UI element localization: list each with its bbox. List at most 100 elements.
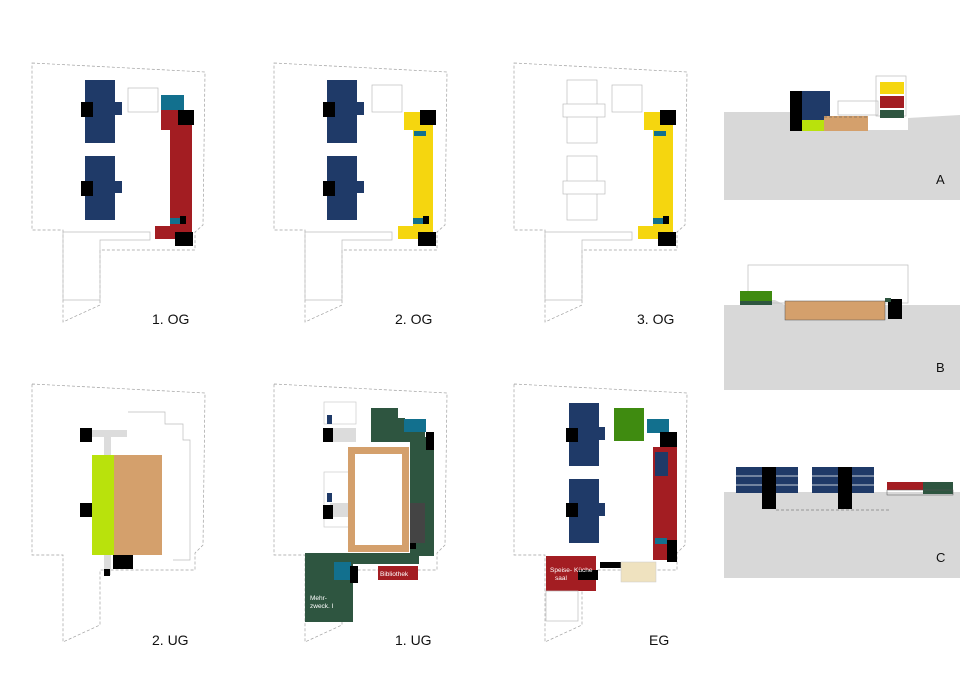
site-outline [513,62,688,323]
red-wing-bottom [155,226,175,239]
storage-cells-north [323,401,357,425]
tan-hall [114,455,162,555]
yellow-wing-bottom [398,226,418,239]
core-north-top [327,415,332,424]
plan-label: 3. OG [637,311,674,327]
plan-label: 1. OG [152,311,189,327]
core-north [566,428,578,442]
tan-mass [784,300,886,321]
plan-3-og: 3. OG [513,62,688,327]
teal-room-south [334,562,351,580]
section-label: B [936,360,945,375]
green-mass [740,291,772,301]
teal-room-top [654,131,666,136]
section-b: B [724,264,960,390]
building-outline [62,231,151,301]
existing-outline [837,100,879,116]
teal-room [647,419,669,433]
navy-room [655,452,668,476]
courtyard-inner [355,454,402,545]
balcony-north [599,427,605,440]
core-small [663,216,669,224]
core-mid [323,505,333,519]
speisesaal-outline-lower [545,590,579,622]
room-label-speise-2: saal [555,575,567,582]
section-c: C [724,467,960,578]
teal-room [161,95,184,110]
site-outline [273,62,448,323]
core-east-top [178,110,194,125]
room-label-bibliothek: Bibliothek [380,571,409,578]
balcony-outline-north [562,103,606,118]
balcony-south [357,181,364,193]
site-outline [273,383,448,643]
core [888,299,902,319]
core-small [180,216,186,224]
plan-label: EG [649,632,669,648]
core [790,91,802,131]
room-label-mehrzweck: Mehr- [310,595,327,602]
red-wing [170,115,192,239]
core-speisesaal [578,570,598,580]
plan-1-ug: Bibliothek Mehr- zweck. I 1. UG [273,383,448,648]
cream-room [620,561,657,583]
ground [724,300,960,390]
balcony-outline-south [562,180,606,195]
core-north [323,428,333,442]
bibliothek-room [378,566,418,580]
plan-label: 2. OG [395,311,432,327]
balcony-south [599,503,605,516]
site-outline [513,383,688,643]
tan-mass [824,116,868,131]
room-label-kueche: Küche [574,567,593,574]
teal-room-small [413,218,423,224]
core-east-top [660,432,677,447]
core-south-small [104,569,110,576]
core-east-bottom [175,232,193,246]
plan-label: 1. UG [395,632,432,648]
room-label-mehrzweck-2: zweck. I [310,603,334,610]
core-east-bottom [658,232,676,246]
core-mid [80,503,92,517]
yellow-floor-1 [880,82,904,94]
core-south [113,555,133,569]
core-south [323,181,335,196]
core-east-top [420,110,436,125]
building-outline [544,231,633,301]
green-mass [923,482,953,494]
core-north [80,428,92,442]
site-outline [31,62,206,323]
courtyard-outline [128,411,191,561]
lime-mass [802,120,824,131]
core-south [350,566,358,583]
lime-hall [92,455,114,555]
plan-label: 2. UG [152,632,189,648]
core-east-bottom [418,232,436,246]
teal-room-top [414,131,426,136]
core-north [81,102,93,117]
ground [724,492,960,578]
core-east [838,467,852,509]
yellow-wing-bottom [638,226,658,239]
building-outline [304,231,393,301]
red-floor [880,96,904,108]
core-east [426,432,434,450]
core-small-east [410,543,416,549]
core-mid-top [327,493,332,502]
existing-outline [886,489,954,496]
corridor-north [330,428,356,442]
green-cap [885,298,891,302]
balcony-north [115,102,122,115]
balcony-south [115,181,122,193]
plan-1-og: 1. OG [31,62,206,327]
core-south [81,181,93,196]
courtyard-outline [611,84,643,113]
dark-room [410,503,425,543]
section-label: C [936,550,945,565]
core-south [566,503,578,517]
plan-2-ug: 2. UG [31,383,206,648]
yellow-wing [413,115,433,239]
plan-2-og: 2. OG [273,62,448,327]
teal-room-small [655,538,667,544]
